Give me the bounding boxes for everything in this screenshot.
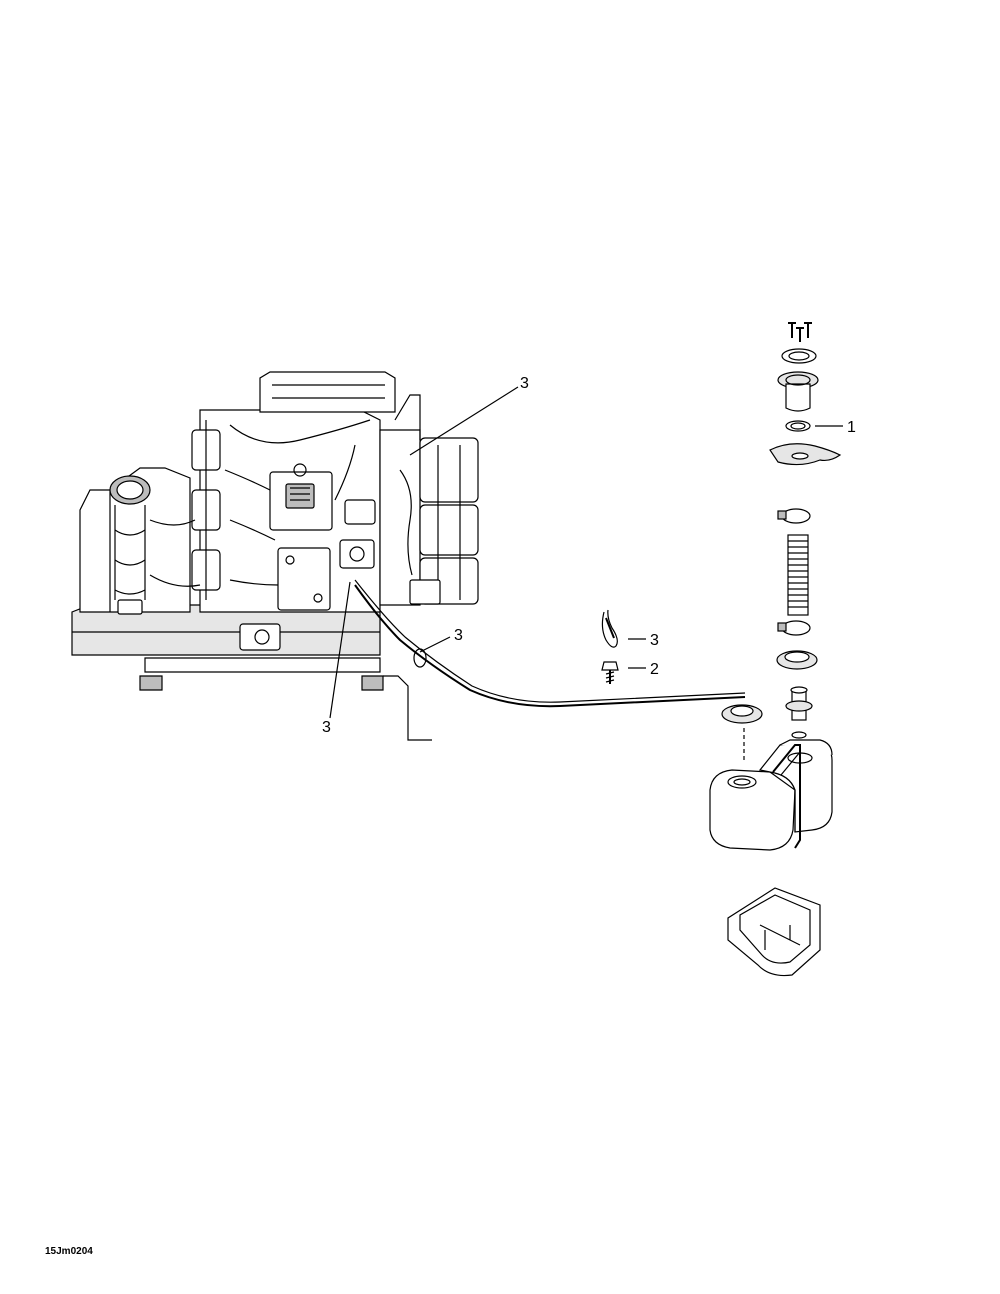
- callout-3-hose-tie: 3: [454, 627, 463, 644]
- callout-2: 2: [650, 661, 659, 678]
- callout-3-engine-top: 3: [520, 375, 529, 392]
- callout-1: 1: [847, 419, 856, 436]
- figure-id: 15Jm0204: [45, 1246, 93, 1257]
- tank-tray: [727, 887, 821, 977]
- oil-tank-assembly: [709, 322, 842, 977]
- leader-lines: [329, 386, 843, 719]
- callout-3-engine-bottom: 3: [322, 719, 331, 736]
- screws: [788, 322, 812, 342]
- corrugated-hose: [787, 534, 809, 616]
- callout-3-cable-tie: 3: [650, 632, 659, 649]
- cable-tie: [601, 609, 618, 648]
- screw-part: [601, 661, 619, 684]
- oil-tank: [709, 739, 833, 851]
- engine-assembly: [71, 371, 746, 741]
